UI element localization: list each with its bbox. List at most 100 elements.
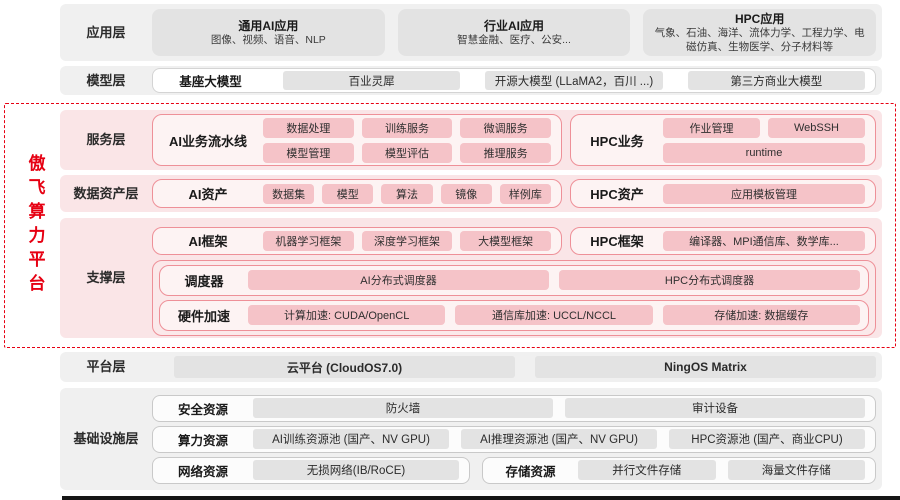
- model-item-third-party: 第三方商业大模型: [687, 71, 865, 90]
- asset-item: 算法: [381, 183, 433, 204]
- network-storage-row: 网络资源 无损网络(IB/RoCE) 存储资源 并行文件存储 海量文件存储: [152, 456, 876, 484]
- hpc-asset-title: HPC资产: [590, 187, 644, 202]
- framework-row: AI框架 机器学习框架 深度学习框架 大模型框架 HPC框架 编译器、MPI通信…: [152, 226, 876, 255]
- service-item: 模型评估: [361, 142, 453, 163]
- app-box-subtitle: 图像、视频、语音、NLP: [210, 33, 326, 46]
- hpc-asset-box: HPC资产 应用模板管理: [570, 179, 876, 208]
- service-item: 作业管理: [663, 117, 760, 138]
- scheduler-accel-wrap: 调度器 AI分布式调度器 HPC分布式调度器 硬件加速 计算加速: CUDA/O…: [152, 259, 876, 336]
- security-items: 防火墙 审计设备: [253, 398, 865, 418]
- ai-asset-box: AI资产 数据集 模型 算法 镜像 样例库: [152, 179, 562, 208]
- storage-item-mass: 海量文件存储: [727, 460, 865, 480]
- model-item-open-source: 开源大模型 (LLaMA2，百川 ...): [485, 71, 663, 90]
- hardware-accel-title: 硬件加速: [177, 308, 230, 324]
- base-model-group: 基座大模型 百业灵犀 开源大模型 (LLaMA2，百川 ...) 第三方商业大模…: [152, 68, 876, 93]
- accel-item: 存储加速: 数据缓存: [662, 305, 860, 325]
- model-item-baiye-lingxi: 百业灵犀: [283, 71, 461, 90]
- layer-infrastructure: 基础设施层 安全资源 防火墙 审计设备 算力资源 AI训练资源池 (国产、NV …: [60, 388, 882, 490]
- security-item-audit: 审计设备: [565, 398, 865, 418]
- layer-label-support: 支撑层: [86, 270, 126, 286]
- scheduler-box: 调度器 AI分布式调度器 HPC分布式调度器: [159, 264, 869, 296]
- ai-framework-box: AI框架 机器学习框架 深度学习框架 大模型框架: [152, 226, 562, 255]
- ai-framework-title: AI框架: [188, 234, 228, 249]
- framework-item: 编译器、MPI通信库、数学库...: [663, 230, 865, 251]
- network-item-lossless: 无损网络(IB/RoCE): [253, 460, 459, 480]
- ai-pipeline-box: AI业务流水线 数据处理 训练服务 微调服务 模型管理 模型评估 推理服务: [152, 114, 562, 166]
- hardware-accel-items: 计算加速: CUDA/OpenCL 通信库加速: UCCL/NCCL 存储加速:…: [248, 305, 860, 325]
- scheduler-item: HPC分布式调度器: [559, 270, 860, 290]
- service-item: 推理服务: [460, 142, 551, 163]
- hpc-service-items: 作业管理 WebSSH runtime: [663, 117, 865, 163]
- framework-item: 大模型框架: [460, 230, 552, 251]
- app-box-general-ai: 通用AI应用 图像、视频、语音、NLP: [152, 9, 385, 56]
- framework-item: 深度学习框架: [361, 230, 453, 251]
- compute-resource-box: 算力资源 AI训练资源池 (国产、NV GPU) AI推理资源池 (国产、NV …: [152, 425, 876, 453]
- accel-item: 通信库加速: UCCL/NCCL: [455, 305, 653, 325]
- service-item: 模型管理: [263, 142, 354, 163]
- bottom-accent-bar: [62, 496, 900, 500]
- hpc-framework-box: HPC框架 编译器、MPI通信库、数学库...: [570, 226, 876, 255]
- storage-items: 并行文件存储 海量文件存储: [578, 460, 865, 480]
- app-box-hpc: HPC应用 气象、石油、海洋、流体力学、工程力学、电磁仿真、生物医学、分子材料等: [643, 9, 877, 56]
- compute-item-ai-infer: AI推理资源池 (国产、NV GPU): [461, 429, 657, 449]
- app-box-title: HPC应用: [735, 11, 785, 26]
- model-content: 基座大模型 百业灵犀 开源大模型 (LLaMA2，百川 ...) 第三方商业大模…: [152, 68, 882, 93]
- storage-resource-box: 存储资源 并行文件存储 海量文件存储: [482, 456, 876, 484]
- platform-vertical-title: 傲飞算力平台: [25, 153, 45, 298]
- framework-item: 机器学习框架: [263, 230, 354, 251]
- application-boxes: 通用AI应用 图像、视频、语音、NLP 行业AI应用 智慧金融、医疗、公安...…: [152, 9, 882, 56]
- hardware-accel-box: 硬件加速 计算加速: CUDA/OpenCL 通信库加速: UCCL/NCCL …: [159, 299, 869, 331]
- layer-label-application: 应用层: [86, 24, 126, 40]
- ai-pipeline-title: AI业务流水线: [168, 133, 247, 149]
- layer-label-infrastructure: 基础设施层: [73, 431, 139, 447]
- compute-items: AI训练资源池 (国产、NV GPU) AI推理资源池 (国产、NV GPU) …: [253, 429, 865, 449]
- layer-support: 支撑层 AI框架 机器学习框架 深度学习框架 大模型框架 HPC框架 编译器、M…: [60, 218, 882, 338]
- layer-data-asset: 数据资产层 AI资产 数据集 模型 算法 镜像 样例库 HPC资产 应用模板管理: [60, 175, 882, 212]
- hpc-service-title: HPC业务: [590, 133, 644, 149]
- layer-platform: 平台层 云平台 (CloudOS7.0) NingOS Matrix: [60, 352, 882, 382]
- app-box-title: 通用AI应用: [238, 18, 299, 33]
- service-item: 微调服务: [460, 117, 551, 138]
- service-content: AI业务流水线 数据处理 训练服务 微调服务 模型管理 模型评估 推理服务 HP…: [152, 114, 882, 166]
- ai-pipeline-items: 数据处理 训练服务 微调服务 模型管理 模型评估 推理服务: [263, 117, 551, 163]
- security-resource-box: 安全资源 防火墙 审计设备: [152, 394, 876, 422]
- security-resource-title: 安全资源: [177, 402, 228, 417]
- layer-model: 模型层 基座大模型 百业灵犀 开源大模型 (LLaMA2，百川 ...) 第三方…: [60, 66, 882, 95]
- app-box-subtitle: 智慧金融、医疗、公安...: [457, 33, 571, 46]
- platform-dashed-frame: [4, 103, 896, 348]
- scheduler-items: AI分布式调度器 HPC分布式调度器: [248, 270, 860, 290]
- layer-application: 应用层 通用AI应用 图像、视频、语音、NLP 行业AI应用 智慧金融、医疗、公…: [60, 4, 882, 61]
- infrastructure-content: 安全资源 防火墙 审计设备 算力资源 AI训练资源池 (国产、NV GPU) A…: [152, 389, 882, 490]
- service-item: 训练服务: [361, 117, 453, 138]
- asset-item: 数据集: [263, 183, 315, 204]
- service-item: runtime: [663, 142, 865, 163]
- service-item: 数据处理: [263, 117, 354, 138]
- asset-item: 样例库: [499, 183, 552, 204]
- layer-label-model: 模型层: [86, 72, 126, 88]
- service-item: WebSSH: [768, 117, 865, 138]
- asset-item: 应用模板管理: [663, 183, 865, 204]
- app-box-subtitle: 气象、石油、海洋、流体力学、工程力学、电磁仿真、生物医学、分子材料等: [654, 26, 865, 53]
- ai-framework-items: 机器学习框架 深度学习框架 大模型框架: [263, 230, 552, 251]
- platform-item-cloudos: 云平台 (CloudOS7.0): [174, 356, 515, 378]
- app-box-industry-ai: 行业AI应用 智慧金融、医疗、公安...: [397, 9, 631, 56]
- platform-content: 云平台 (CloudOS7.0) NingOS Matrix: [152, 356, 882, 378]
- app-box-title: 行业AI应用: [484, 18, 545, 33]
- compute-resource-title: 算力资源: [177, 433, 228, 448]
- storage-resource-title: 存储资源: [505, 464, 556, 479]
- accel-item: 计算加速: CUDA/OpenCL: [248, 305, 446, 325]
- platform-item-ningos: NingOS Matrix: [535, 356, 876, 378]
- layer-label-service: 服务层: [86, 132, 126, 148]
- ai-asset-items: 数据集 模型 算法 镜像 样例库: [263, 183, 552, 204]
- hpc-framework-title: HPC框架: [590, 234, 644, 249]
- base-model-title: 基座大模型: [179, 75, 242, 89]
- network-resource-box: 网络资源 无损网络(IB/RoCE): [152, 456, 470, 484]
- storage-item-parallel: 并行文件存储: [578, 460, 716, 480]
- asset-item: 镜像: [440, 183, 492, 204]
- asset-item: 模型: [322, 183, 374, 204]
- scheduler-title: 调度器: [184, 273, 224, 289]
- data-asset-content: AI资产 数据集 模型 算法 镜像 样例库 HPC资产 应用模板管理: [152, 179, 882, 208]
- compute-item-ai-train: AI训练资源池 (国产、NV GPU): [253, 429, 449, 449]
- security-item-firewall: 防火墙: [253, 398, 553, 418]
